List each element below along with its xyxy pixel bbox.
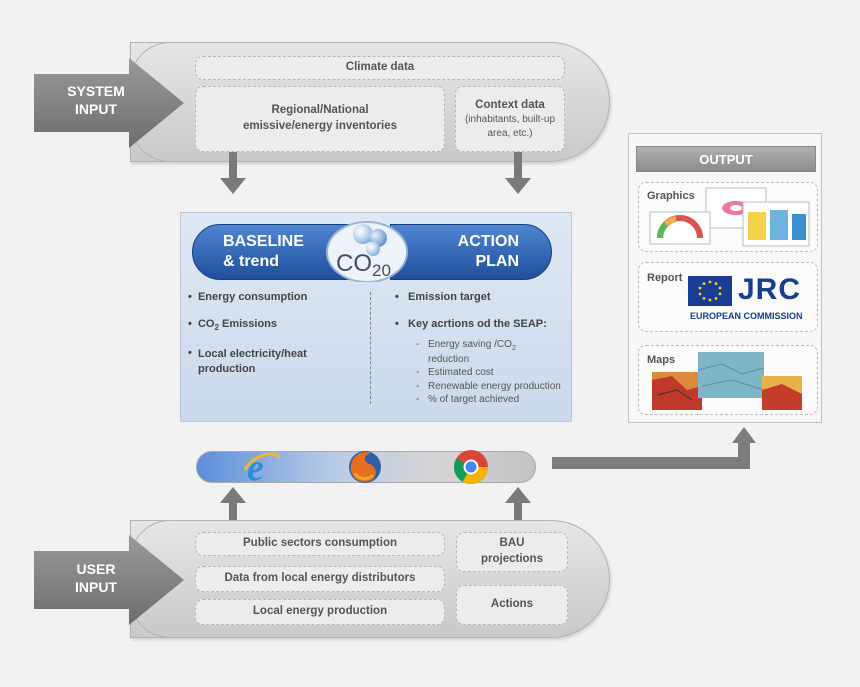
public-sectors-box: Public sectors consumption bbox=[195, 532, 445, 556]
inventories-box: Regional/National emissive/energy invent… bbox=[195, 86, 445, 152]
baseline-item-co2: • CO2 Emissions bbox=[188, 318, 277, 333]
svg-text:e: e bbox=[247, 448, 264, 486]
distributors-box: Data from local energy distributors bbox=[195, 566, 445, 592]
sub-item-target: -% of target achieved bbox=[416, 394, 520, 406]
local-production-box: Local energy production bbox=[195, 599, 445, 625]
co2-logo-icon: CO 20 bbox=[326, 221, 408, 282]
climate-data-box: Climate data bbox=[195, 56, 565, 80]
context-data-box: Context data (inhabitants, built-up area… bbox=[455, 86, 565, 152]
output-title: OUTPUT bbox=[636, 146, 816, 172]
graphics-label: Graphics bbox=[647, 190, 695, 202]
sub-item-cost: -Estimated cost bbox=[416, 367, 494, 379]
center-divider bbox=[370, 292, 371, 404]
action-list: • Emission target • Key acrtions od the … bbox=[395, 291, 570, 345]
svg-text:CO: CO bbox=[336, 250, 372, 277]
eu-flag-icon bbox=[688, 276, 732, 306]
report-label: Report bbox=[647, 272, 683, 284]
baseline-list: • Energy consumption • CO2 Emissions • L… bbox=[188, 291, 363, 392]
jrc-logo: JRC bbox=[738, 273, 802, 306]
context-data-title: Context data bbox=[475, 98, 545, 111]
action-item-target: • Emission target bbox=[395, 291, 491, 303]
actions-box: Actions bbox=[456, 585, 568, 625]
maps-label: Maps bbox=[647, 354, 676, 366]
internet-explorer-icon: e bbox=[243, 448, 281, 486]
maps-thumbnail-icon bbox=[652, 352, 802, 410]
down-arrow-left-icon bbox=[220, 152, 246, 194]
context-data-detail: (inhabitants, built-up area, etc.) bbox=[464, 114, 556, 139]
firefox-icon bbox=[349, 451, 381, 483]
baseline-item-local: • Local electricity/heat production bbox=[188, 347, 307, 376]
up-arrow-right-icon bbox=[505, 487, 531, 533]
svg-text:20: 20 bbox=[372, 261, 391, 280]
chrome-icon bbox=[454, 450, 488, 484]
down-arrow-right-icon bbox=[505, 152, 531, 194]
user-input-arrow bbox=[34, 535, 184, 625]
sub-item-renewable: -Renewable energy production bbox=[416, 380, 561, 392]
baseline-item-energy: • Energy consumption bbox=[188, 291, 308, 303]
european-commission-label: EUROPEAN COMMISSION bbox=[690, 311, 803, 321]
up-arrow-left-icon bbox=[220, 487, 246, 533]
action-item-key: • Key acrtions od the SEAP: bbox=[395, 318, 547, 330]
graphics-thumbnail-icon bbox=[649, 187, 810, 247]
system-input-arrow bbox=[34, 58, 184, 148]
output-arrow-icon bbox=[552, 427, 756, 469]
